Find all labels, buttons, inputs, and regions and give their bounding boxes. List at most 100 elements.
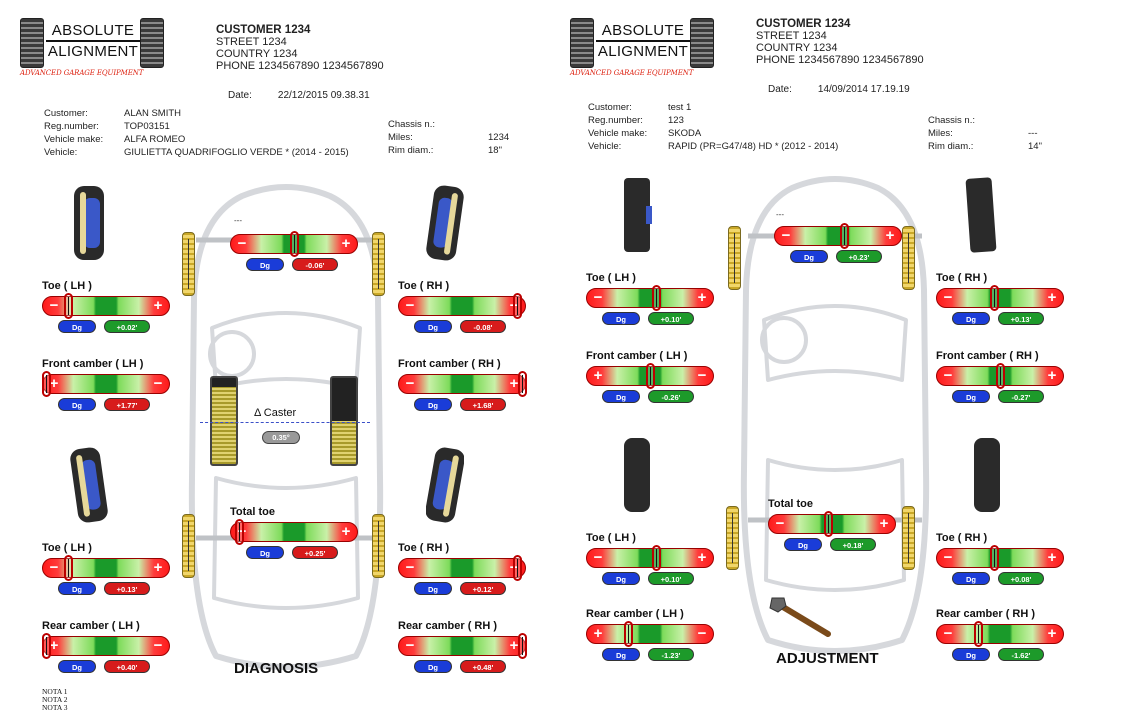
minus-icon: −	[593, 549, 603, 566]
gauge-pointer	[63, 555, 73, 581]
plus-icon: +	[341, 235, 351, 252]
plus-icon: −	[153, 375, 163, 392]
alignment-gauge: −+	[42, 293, 170, 319]
minus-icon: −	[405, 559, 415, 576]
tire-icon	[20, 18, 44, 68]
measurement-value-badge: +0.10'	[648, 312, 694, 325]
alignment-gauge: +−	[41, 371, 170, 397]
front-left-wheel-icon	[182, 232, 195, 296]
dg-unit-badge: Dg	[952, 572, 990, 585]
rear-left-wheel-icon	[182, 514, 195, 578]
dg-unit-badge: Dg	[784, 538, 822, 551]
gauge-bar	[586, 624, 714, 644]
minus-icon: −	[49, 559, 59, 576]
alignment-gauge: −+	[768, 511, 896, 537]
gauge-bar	[936, 624, 1064, 644]
measurement-label: Front camber ( RH )	[936, 350, 1039, 362]
report-adjustment: ABSOLUTE ALIGNMENT ADVANCED GARAGE EQUIP…	[550, 0, 1112, 718]
company-logo: ABSOLUTE ALIGNMENT ADVANCED GARAGE EQUIP…	[570, 16, 718, 80]
make-value: SKODA	[668, 128, 702, 139]
rear-left-wheel-icon	[726, 506, 739, 570]
customer-country: COUNTRY 1234	[756, 42, 838, 54]
chassis-value	[1028, 115, 1048, 126]
tire-icon	[140, 18, 164, 68]
alignment-gauge: −+	[230, 519, 358, 545]
date-value: 14/09/2014 17.19.19	[817, 84, 910, 95]
gauge-pointer	[974, 621, 984, 647]
gauge-bar	[42, 558, 170, 578]
alignment-gauge: +−	[41, 633, 170, 659]
dg-unit-badge: Dg	[952, 390, 990, 403]
tire-icon	[426, 185, 464, 261]
customer-title: CUSTOMER 1234	[756, 18, 851, 30]
plus-icon: +	[1047, 625, 1057, 642]
measurement-value-badge: -1.23'	[648, 648, 694, 661]
gauge-pointer	[518, 371, 528, 397]
rim-label: Rim diam.:	[388, 145, 434, 156]
minus-icon: −	[593, 289, 603, 306]
measurement-value-badge: +1.68'	[460, 398, 506, 411]
gauge-pointer	[41, 633, 51, 659]
measurement-value-badge: -0.06'	[292, 258, 338, 271]
minus-icon: −	[405, 297, 415, 314]
rim-value: 18"	[488, 145, 502, 156]
dg-unit-badge: Dg	[602, 648, 640, 661]
customer-street: STREET 1234	[756, 30, 827, 42]
alignment-gauge: −+	[936, 363, 1064, 389]
measurement-label: Toe ( RH )	[936, 272, 988, 284]
report-diagnosis: ABSOLUTE ALIGNMENT ADVANCED GARAGE EQUIP…	[20, 18, 528, 712]
logo-tagline: ADVANCED GARAGE EQUIPMENT	[570, 69, 694, 77]
make-label: Vehicle make:	[44, 134, 104, 145]
reg-value: TOP03151	[124, 121, 170, 132]
alignment-gauge: −+	[42, 555, 170, 581]
measurement-label: Front camber ( RH )	[398, 358, 501, 370]
miles-label: Miles:	[388, 132, 413, 143]
plus-icon: +	[509, 637, 519, 654]
customer-phone: PHONE 1234567890 1234567890	[756, 54, 924, 66]
dg-unit-badge: Dg	[602, 572, 640, 585]
note-line: NOTA 3	[42, 703, 68, 712]
date-value: 22/12/2015 09.38.31	[277, 90, 370, 101]
gauge-pointer	[513, 293, 523, 319]
tire-icon	[690, 18, 714, 68]
plus-icon: −	[153, 637, 163, 654]
tire-icon	[624, 438, 650, 512]
customer-street: STREET 1234	[216, 36, 287, 48]
customer-block: CUSTOMER 1234 STREET 1234 COUNTRY 1234 P…	[756, 18, 924, 66]
minus-icon: −	[943, 289, 953, 306]
logo-tagline: ADVANCED GARAGE EQUIPMENT	[20, 69, 144, 77]
gauge-pointer	[652, 545, 662, 571]
plus-icon: +	[153, 297, 163, 314]
measurement-label: Rear camber ( LH )	[42, 620, 140, 632]
gauge-bar	[398, 558, 526, 578]
tire-icon	[570, 18, 594, 68]
dg-unit-badge: Dg	[414, 582, 452, 595]
minus-icon: +	[49, 375, 59, 392]
rear-right-wheel-icon	[902, 506, 915, 570]
caster-right-fill	[332, 421, 356, 464]
vehicle-label: Vehicle:	[588, 141, 622, 152]
gauge-pointer	[63, 293, 73, 319]
measurement-value-badge: +0.10'	[648, 572, 694, 585]
gauge-bar	[230, 522, 358, 542]
dg-unit-badge: Dg	[58, 582, 96, 595]
date-line: Date:14/09/2014 17.19.19	[768, 84, 936, 95]
measurement-label: Front camber ( LH )	[42, 358, 144, 370]
plus-icon: +	[509, 375, 519, 392]
gauge-pointer	[518, 633, 528, 659]
tire-icon	[965, 177, 997, 253]
logo-line1: ABSOLUTE	[596, 22, 690, 42]
alignment-gauge: −+	[398, 293, 526, 319]
minus-icon: −	[943, 549, 953, 566]
tire-icon	[624, 178, 652, 252]
notes-block: NOTA 1 NOTA 2 NOTA 3	[42, 688, 67, 712]
vehicle-info-left: Customer:test 1 Reg.number:123 Vehicle m…	[586, 100, 846, 154]
plus-icon: +	[1047, 549, 1057, 566]
minus-icon: +	[593, 625, 603, 642]
dg-unit-badge: Dg	[414, 660, 452, 673]
alignment-gauge: −+	[936, 621, 1064, 647]
measurement-label: Rear camber ( RH )	[936, 608, 1036, 620]
front-dashes: ---	[234, 216, 242, 225]
minus-icon: −	[405, 637, 415, 654]
dg-unit-badge: Dg	[602, 312, 640, 325]
